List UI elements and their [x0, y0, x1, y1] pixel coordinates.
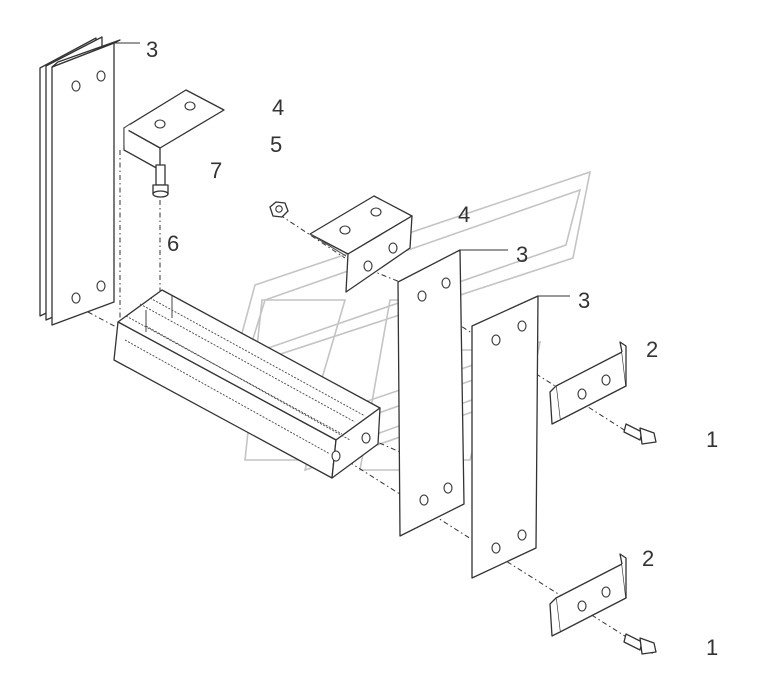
shim-hole [491, 334, 501, 346]
shim-hole [517, 320, 527, 332]
bracket-hole [388, 242, 398, 254]
callout-1-upper: 1 [706, 427, 718, 452]
bracket-hole [339, 225, 351, 235]
shim-hole [71, 292, 81, 304]
callout-2-upper: 2 [646, 337, 658, 362]
bracket-hole [363, 260, 373, 272]
shim-hole [441, 277, 451, 289]
part-1-bolt-lower [623, 633, 657, 655]
part-4-angle-bracket-top [123, 89, 225, 171]
clip-hole [577, 600, 587, 612]
callout-3-right: 3 [578, 288, 590, 313]
shim-hole [491, 542, 501, 554]
callout-4-mid: 4 [458, 202, 470, 227]
part-1-bolt-upper [623, 423, 657, 445]
part-5-nut [269, 201, 289, 218]
part-6-step-tray [113, 289, 381, 479]
shim-hole [443, 482, 453, 494]
part-4-angle-bracket-mid [309, 195, 413, 293]
callout-2-lower: 2 [642, 546, 654, 571]
callout-4-top: 4 [272, 95, 284, 120]
tray-hole [361, 432, 371, 444]
bracket-hole [154, 119, 166, 129]
clip-hole [601, 586, 611, 598]
clip-hole [577, 388, 587, 400]
clip-hole [601, 374, 611, 386]
shim-hole [417, 290, 427, 302]
callout-3-mid: 3 [516, 242, 528, 267]
shim-hole [517, 529, 527, 541]
part-3-shim-plate-mid [397, 249, 465, 537]
callout-lines [114, 42, 570, 297]
part-7-bolt [152, 164, 169, 198]
shim-hole [419, 494, 429, 506]
bracket-hole [184, 101, 196, 111]
part-3-shim-plate-right [471, 295, 539, 579]
callout-3-top: 3 [146, 37, 158, 62]
callout-1-lower: 1 [706, 635, 718, 660]
tray-hole [331, 450, 341, 462]
part-2-clip-bracket-upper [549, 341, 627, 425]
shim-hole [96, 70, 106, 82]
callout-7: 7 [210, 158, 222, 183]
shim-hole [71, 80, 81, 92]
shim-hole [96, 280, 106, 292]
part-3-shim-stack-left [39, 36, 121, 326]
part-2-clip-bracket-lower [549, 553, 627, 637]
callout-6: 6 [167, 231, 179, 256]
callout-5: 5 [270, 132, 282, 157]
bracket-hole [370, 207, 382, 217]
